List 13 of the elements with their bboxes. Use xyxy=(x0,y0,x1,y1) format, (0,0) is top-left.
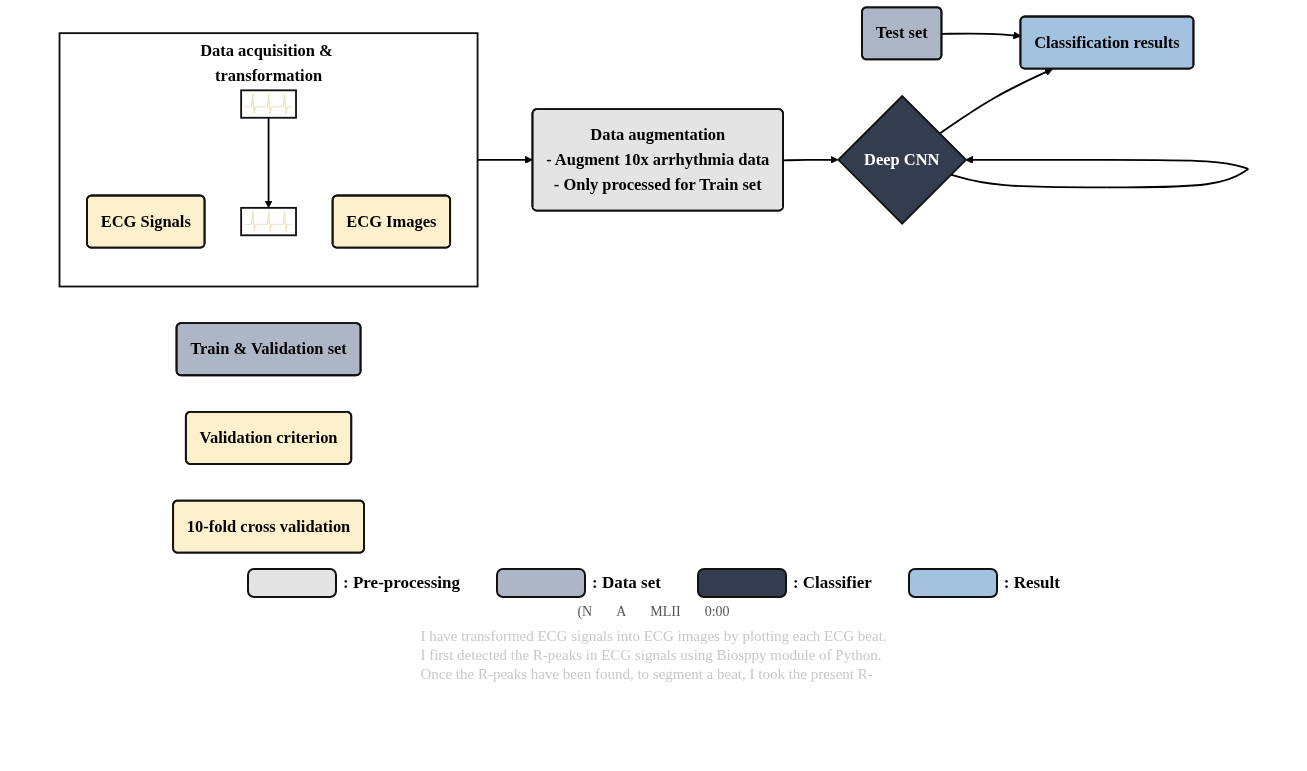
legend-text: : Pre-processing xyxy=(343,573,460,593)
legend-text: : Result xyxy=(1003,573,1060,593)
legend-text: : Classifier xyxy=(792,573,872,593)
arrow xyxy=(782,155,838,164)
legend-text: : Data set xyxy=(592,573,661,593)
arrow xyxy=(938,68,1053,135)
signal-label: 0:00 xyxy=(704,604,730,620)
node-diamond: Deep CNN xyxy=(836,94,967,225)
signal-label: MLII xyxy=(650,604,681,620)
arrow xyxy=(264,116,273,209)
signal-label: (N xyxy=(577,604,593,620)
signal-label: A xyxy=(616,604,627,620)
arrow xyxy=(949,155,1249,189)
